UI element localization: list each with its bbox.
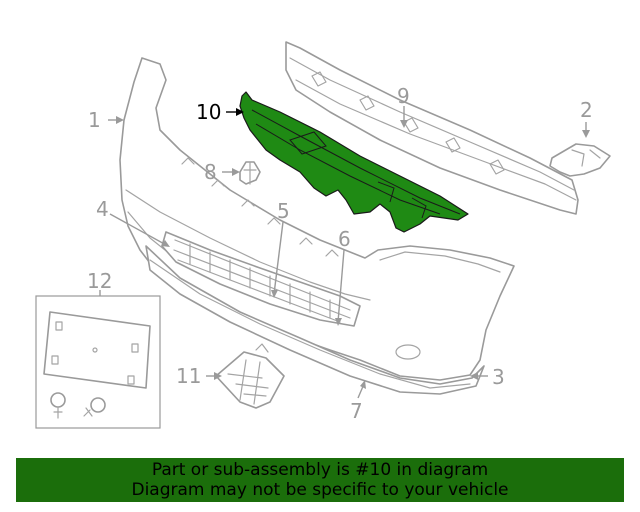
- part-2-side-bracket: [549, 143, 611, 177]
- callout-8: 8: [204, 160, 217, 184]
- callout-5: 5: [277, 199, 290, 223]
- exploded-parts-diagram: 1 2 3 4 5 6 7 8 9 10 11 12: [35, 41, 611, 429]
- callout-3: 3: [492, 365, 505, 389]
- part-11-bracket: [215, 343, 285, 409]
- callout-4: 4: [96, 197, 109, 221]
- callout-leader-lines: [99, 106, 590, 399]
- fog-lamp-opening: [395, 344, 421, 360]
- callout-11: 11: [176, 364, 201, 388]
- callout-2: 2: [580, 98, 593, 122]
- part-12-license-plate-bracket-group: [35, 295, 161, 429]
- callout-12: 12: [87, 269, 112, 293]
- callout-1: 1: [88, 108, 101, 132]
- part-9-impact-bar: [285, 41, 579, 215]
- part-10-bumper-bracket-highlighted: [239, 91, 469, 233]
- callout-9: 9: [397, 84, 410, 108]
- part-8-push-clip: [239, 161, 261, 185]
- callout-10: 10: [196, 100, 221, 124]
- callout-7: 7: [350, 399, 363, 423]
- part-5-lower-grille: [161, 231, 361, 327]
- banner-line-part-info: Part or sub-assembly is #10 in diagram: [151, 460, 489, 480]
- callout-6: 6: [338, 227, 351, 251]
- info-banner: Part or sub-assembly is #10 in diagram D…: [16, 458, 624, 502]
- banner-line-disclaimer: Diagram may not be specific to your vehi…: [131, 480, 509, 500]
